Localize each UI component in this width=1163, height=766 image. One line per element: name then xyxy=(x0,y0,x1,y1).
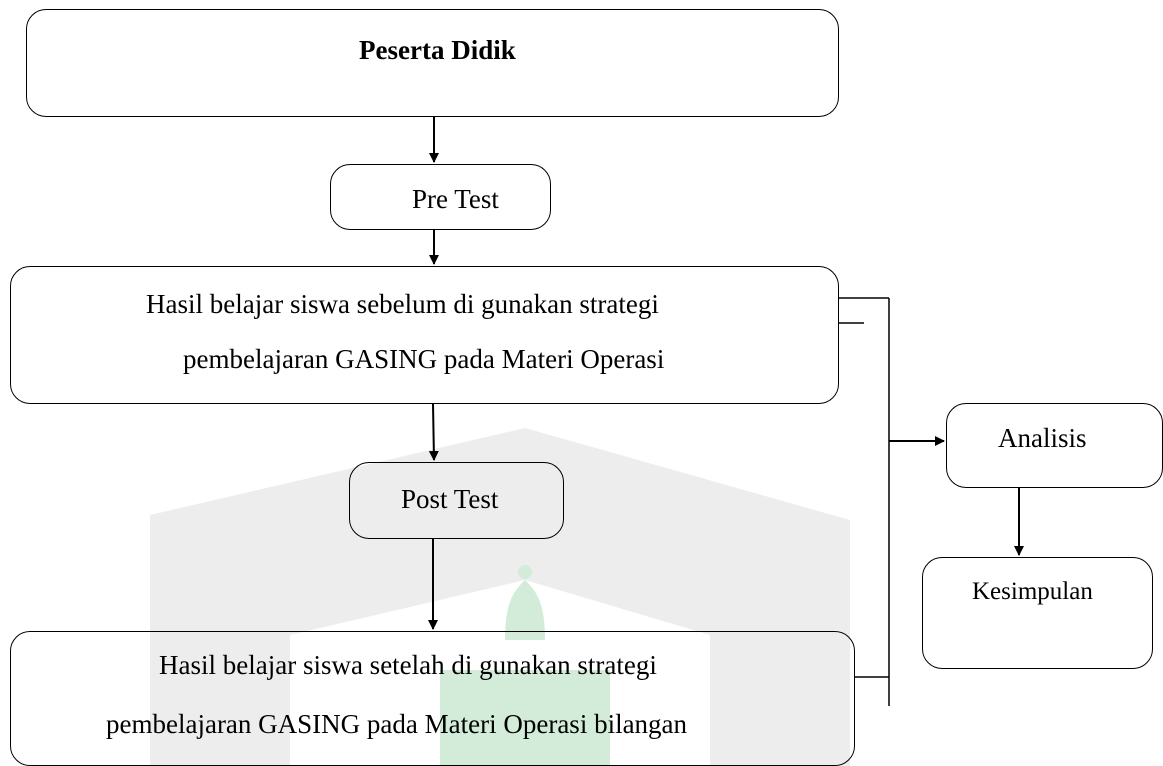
hasil-sebelum-line2: pembelajaran GASING pada Materi Operasi xyxy=(183,344,665,374)
watermark-tower-shape xyxy=(440,670,610,766)
pre-test-box xyxy=(330,164,551,230)
kesimpulan-box xyxy=(922,557,1153,669)
watermark-dome-shape xyxy=(505,580,545,640)
watermark-finial-shape xyxy=(518,565,532,579)
post-test-box xyxy=(349,462,564,539)
analisis-label: Analisis xyxy=(998,423,1087,453)
pre-test-label: Pre Test xyxy=(412,184,499,214)
kesimpulan-label: Kesimpulan xyxy=(972,578,1093,605)
hasil-setelah-line2: pembelajaran GASING pada Materi Operasi … xyxy=(106,709,688,739)
watermark-roof-shape xyxy=(150,428,850,766)
arrow-hasil-sebelum-to-posttest xyxy=(428,403,439,461)
hasil-sebelum-line1: Hasil belajar siswa sebelum di gunakan s… xyxy=(146,289,659,319)
post-test-label: Post Test xyxy=(401,484,499,514)
peserta-didik-label: Peserta Didik xyxy=(359,35,516,65)
peserta-didik-box xyxy=(26,9,839,117)
hasil-sebelum-box xyxy=(10,266,839,404)
hasil-setelah-line1: Hasil belajar siswa setelah di gunakan s… xyxy=(159,650,657,680)
